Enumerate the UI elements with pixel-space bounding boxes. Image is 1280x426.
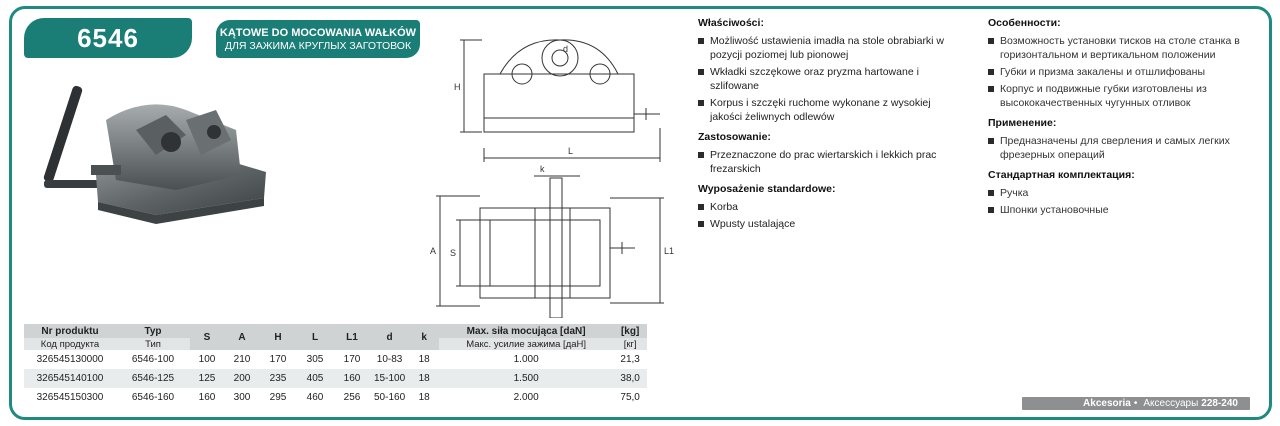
product-title-ru: ДЛЯ ЗАЖИМА КРУГЛЫХ ЗАГОТОВОК: [224, 39, 412, 52]
dim-label-S: S: [450, 248, 456, 258]
product-title-pl: KĄTOWE DO MOCOWANIA WAŁKÓW: [219, 26, 417, 39]
cell-L1: 160: [334, 369, 370, 388]
cell-product-no: 326545130000: [36, 354, 104, 365]
vise-product-image: [43, 85, 266, 224]
equipment-item: Korba: [698, 200, 960, 214]
equipment-item: Ручка: [988, 186, 1248, 200]
specs-polish: Właściwości: Możliwość ustawienia imadła…: [698, 16, 960, 237]
cell-A: 300: [233, 392, 251, 403]
cell-type: 6546-125: [116, 369, 190, 388]
cell-A: 200: [224, 369, 260, 388]
col-header-A: A: [224, 324, 260, 350]
col-header-L1: L1: [334, 324, 370, 350]
cell-type: 6546-160: [131, 392, 175, 403]
cell-H: 170: [269, 354, 287, 365]
accessories-label-pl: Akcesoria: [1083, 398, 1131, 409]
cell-d: 15-100: [370, 369, 410, 388]
product-title-box: KĄTOWE DO MOCOWANIA WAŁKÓW ДЛЯ ЗАЖИМА КР…: [216, 20, 420, 58]
application-title-pl: Zastosowanie:: [698, 131, 771, 143]
property-item: Корпус и подвижные губки изготовлены из …: [988, 82, 1248, 110]
col-header-H: H: [260, 324, 296, 350]
cell-L1: 170: [343, 354, 361, 365]
application-item: Przeznaczone do prac wiertarskich i lekk…: [698, 148, 960, 176]
cell-weight: 21,3: [620, 354, 640, 365]
property-item: Korpus i szczęki ruchome wykonane z wyso…: [698, 96, 960, 124]
technical-drawing: d H L k A S L1: [430, 39, 674, 318]
dim-label-k: k: [540, 164, 545, 174]
cell-H: 295: [269, 392, 287, 403]
cell-S: 100: [198, 354, 216, 365]
cell-L: 405: [296, 369, 334, 388]
cell-H: 235: [260, 369, 296, 388]
accessories-bar[interactable]: Akcesoria • Аксессуары 228-240: [1022, 397, 1250, 410]
cell-max-force: 1.000: [513, 354, 539, 365]
cell-S: 125: [190, 369, 224, 388]
table-row: 326545130000 6546-100 100 210 170 305 17…: [24, 350, 647, 369]
properties-title-ru: Особенности:: [988, 17, 1061, 29]
col-subheader-weight: [кг]: [613, 338, 648, 350]
equipment-item: Wpusty ustalające: [698, 217, 960, 231]
cell-product-no: 326545150300: [36, 392, 104, 403]
cell-L1: 256: [343, 392, 361, 403]
equipment-item: Шпонки установочные: [988, 203, 1248, 217]
dim-label-L1: L1: [664, 246, 674, 256]
cell-weight: 38,0: [613, 369, 648, 388]
product-table: Nr produktu Typ S A H L L1 d k Max. siła…: [24, 324, 648, 407]
col-subheader-product-code: Код продукта: [24, 338, 116, 350]
col-subheader-type: Тип: [116, 338, 190, 350]
property-item: Возможность установки тисков на столе ст…: [988, 34, 1248, 62]
dim-label-d: d: [563, 44, 568, 54]
application-title-ru: Применение:: [988, 117, 1057, 129]
accessories-separator: •: [1133, 398, 1138, 409]
cell-S: 160: [198, 392, 216, 403]
application-item: Предназначены для сверления и самых легк…: [988, 134, 1248, 162]
accessories-label-ru: Аксессуары: [1143, 398, 1199, 409]
dim-label-L: L: [568, 146, 573, 156]
property-item: Wkładki szczękowe oraz pryzma hartowane …: [698, 65, 960, 93]
col-header-max-force: Max. siła mocująca [daN]: [439, 324, 614, 338]
specs-russian: Особенности: Возможность установки тиско…: [988, 16, 1248, 223]
col-header-S: S: [190, 324, 224, 350]
cell-k: 18: [418, 354, 430, 365]
table-row: 326545150300 6546-160 160 300 295 460 25…: [24, 388, 647, 407]
accessories-pages: 228-240: [1201, 398, 1238, 409]
col-header-type: Typ: [116, 324, 190, 338]
col-header-d: d: [370, 324, 410, 350]
col-header-k: k: [409, 324, 440, 350]
cell-max-force: 1.500: [439, 369, 614, 388]
dim-label-A: A: [430, 246, 436, 256]
properties-title-pl: Właściwości:: [698, 17, 764, 29]
property-item: Губки и призма закалены и отшлифованы: [988, 65, 1248, 79]
property-item: Możliwość ustawienia imadła na stole obr…: [698, 34, 960, 62]
cell-d: 50-160: [374, 392, 406, 403]
cell-L: 305: [306, 354, 324, 365]
equipment-title-pl: Wyposażenie standardowe:: [698, 183, 836, 195]
cell-weight: 75,0: [620, 392, 640, 403]
col-subheader-max-force: Макс. усилие зажима [даН]: [439, 338, 614, 350]
cell-max-force: 2.000: [513, 392, 539, 403]
product-code: 6546: [77, 22, 139, 53]
equipment-title-ru: Стандартная комплектация:: [988, 169, 1135, 181]
product-code-tab: 6546: [24, 18, 192, 58]
cell-k: 18: [418, 392, 430, 403]
cell-product-no: 326545140100: [24, 369, 116, 388]
col-header-weight: [kg]: [613, 324, 648, 338]
cell-d: 10-83: [376, 354, 403, 365]
dim-label-H: H: [454, 82, 461, 92]
cell-type: 6546-100: [131, 354, 175, 365]
col-header-L: L: [296, 324, 334, 350]
col-header-product-no: Nr produktu: [24, 324, 116, 338]
table-row: 326545140100 6546-125 125 200 235 405 16…: [24, 369, 648, 388]
cell-L: 460: [306, 392, 324, 403]
cell-A: 210: [233, 354, 251, 365]
cell-k: 18: [409, 369, 440, 388]
